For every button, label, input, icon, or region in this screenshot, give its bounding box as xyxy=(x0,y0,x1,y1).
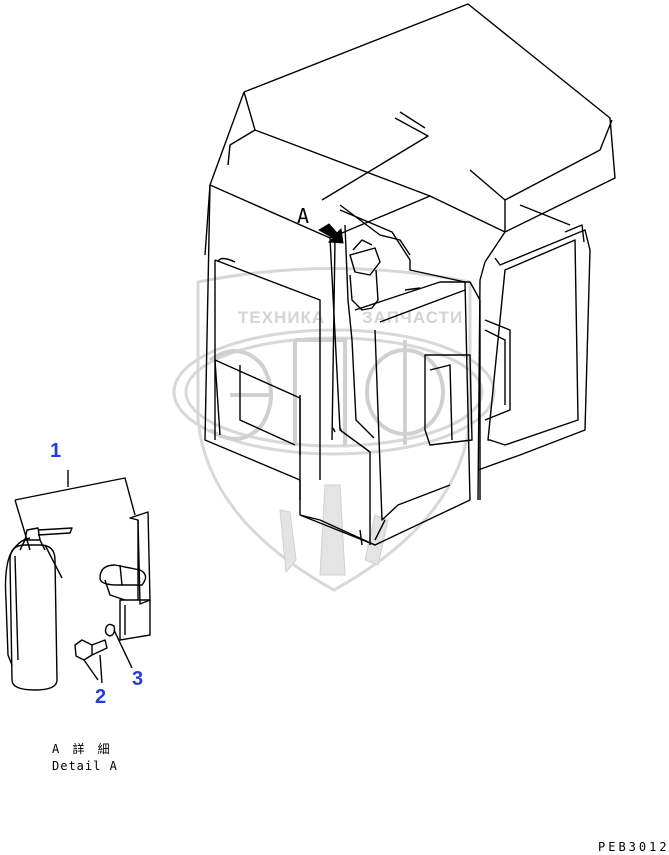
detail-a-drawing xyxy=(4,470,151,691)
view-a-arrow-icon xyxy=(318,223,344,244)
watermark-word-right: ЗАПЧАСТИ xyxy=(362,308,464,327)
view-a-label: A xyxy=(297,204,310,228)
callout-2: 2 xyxy=(95,686,107,708)
detail-caption-en: Detail A xyxy=(52,759,118,773)
callout-3: 3 xyxy=(132,668,144,690)
callout-1: 1 xyxy=(50,440,62,462)
watermark-word-left: ТЕХНИКА xyxy=(238,308,326,327)
detail-caption-jp: A 詳 細 xyxy=(52,742,113,756)
drawing-code: PEB3012 xyxy=(598,840,669,854)
